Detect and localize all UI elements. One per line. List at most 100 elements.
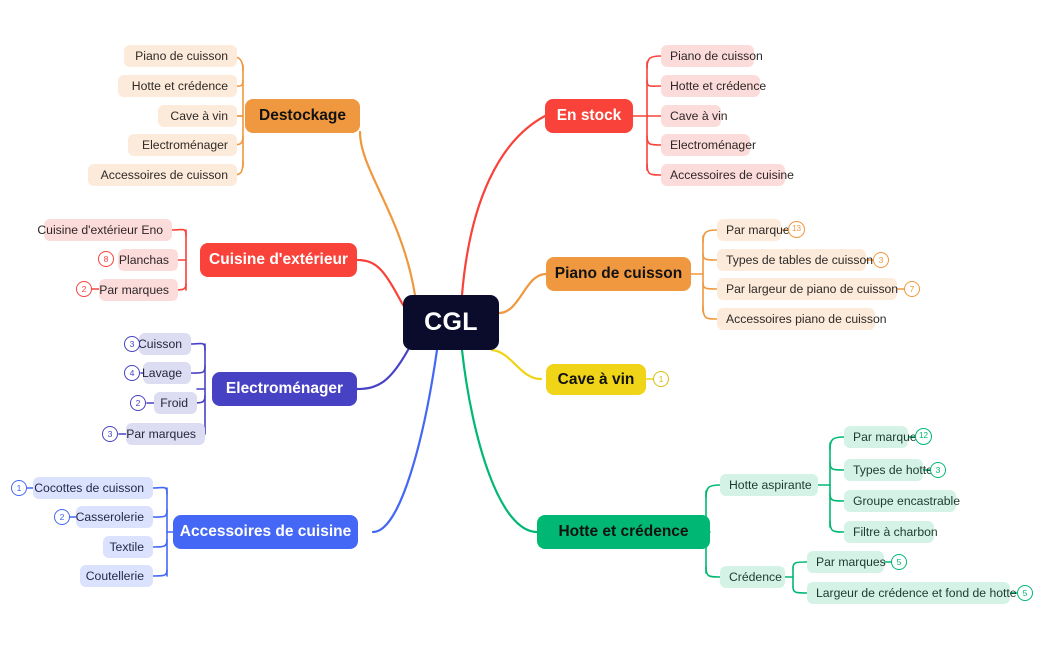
child-node-cuisine-exterieur-par-marques[interactable]: Par marques (99, 279, 178, 301)
leaf-node-types-de-hotte[interactable]: Types de hotte (844, 459, 933, 481)
branch-label-hotte-et-credence: Hotte et crédence (558, 523, 689, 541)
badge-electromenager-par-marques: 3 (102, 426, 118, 442)
child-label: Cuisson (137, 336, 182, 351)
child-label: Accessoires de cuisine (670, 167, 794, 182)
branch-node-accessoires-de-cuisine[interactable]: Accessoires de cuisine (173, 515, 358, 549)
child-node-en-stock-cave-a-vin[interactable]: Cave à vin (661, 105, 728, 127)
badge-credence-par-marques: 5 (891, 554, 907, 570)
branch-label-accessoires-de-cuisine: Accessoires de cuisine (179, 523, 352, 541)
badge-value: 3 (129, 338, 135, 349)
badge-value: 12 (918, 431, 929, 441)
child-node-destockage-cave-a-vin[interactable]: Cave à vin (158, 105, 237, 127)
badge-hotte-par-marque: 12 (915, 428, 932, 445)
badge-piano-types-de-tables: 3 (873, 252, 889, 268)
badge-value: 3 (935, 464, 941, 475)
child-node-electromenager-cuisson[interactable]: Cuisson (137, 333, 191, 355)
child-node-destockage-electromenager[interactable]: Electroménager (128, 134, 237, 156)
child-label: Cave à vin (670, 108, 728, 123)
branch-node-electromenager[interactable]: Electroménager (212, 372, 357, 406)
badge-value: 2 (135, 397, 141, 408)
badge-types-de-hotte: 3 (930, 462, 946, 478)
branch-node-piano-de-cuisson[interactable]: Piano de cuisson (546, 257, 691, 291)
badge-piano-par-largeur: 7 (904, 281, 920, 297)
child-node-hotte-aspirante[interactable]: Hotte aspirante (720, 474, 818, 496)
branch-label-piano-de-cuisson: Piano de cuisson (554, 265, 683, 283)
badge-value: 8 (103, 253, 109, 264)
child-label: Accessoires piano de cuisson (726, 311, 887, 326)
child-label: Par marque (726, 222, 790, 237)
child-node-accessoires-textile[interactable]: Textile (103, 536, 153, 558)
child-node-en-stock-electromenager[interactable]: Electroménager (661, 134, 756, 156)
badge-largeur-de-credence: 5 (1017, 585, 1033, 601)
branch-label-destockage: Destockage (259, 107, 347, 125)
child-label: Textile (109, 539, 144, 554)
child-node-electromenager-lavage[interactable]: Lavage (142, 362, 191, 384)
child-label: Froid (160, 395, 188, 410)
child-node-destockage-hotte-et-credence[interactable]: Hotte et crédence (118, 75, 237, 97)
badge-value: 1 (658, 373, 664, 384)
badge-cuisson: 3 (124, 336, 140, 352)
child-node-en-stock-accessoires-de-cuisine[interactable]: Accessoires de cuisine (661, 164, 794, 186)
root-node-label: CGL (424, 308, 478, 336)
child-label: Par marques (126, 426, 196, 441)
child-label: Par marques (99, 282, 169, 297)
branch-node-en-stock[interactable]: En stock (545, 99, 633, 133)
root-node-cgl[interactable]: CGL (403, 295, 499, 350)
child-label: Piano de cuisson (135, 48, 228, 63)
child-node-electromenager-par-marques[interactable]: Par marques (126, 423, 205, 445)
child-node-cuisine-exterieur-planchas[interactable]: Planchas (118, 249, 178, 271)
child-label: Cave à vin (170, 108, 228, 123)
child-node-en-stock-hotte-et-credence[interactable]: Hotte et crédence (661, 75, 766, 97)
badge-value: 2 (59, 511, 65, 522)
branch-node-cave-a-vin[interactable]: Cave à vin (546, 364, 646, 395)
child-node-accessoires-cocottes-de-cuisson[interactable]: Cocottes de cuisson (33, 477, 153, 499)
child-label: Piano de cuisson (670, 48, 763, 63)
badge-value: 13 (791, 224, 802, 234)
leaf-node-groupe-encastrable[interactable]: Groupe encastrable (844, 490, 960, 512)
child-label: Hotte et crédence (670, 78, 767, 93)
leaf-node-largeur-de-credence[interactable]: Largeur de crédence et fond de hotte (807, 582, 1017, 604)
badge-cave-a-vin: 1 (653, 371, 669, 387)
child-node-electromenager-froid[interactable]: Froid (154, 392, 197, 414)
child-node-credence[interactable]: Crédence (720, 566, 785, 588)
leaf-label: Groupe encastrable (853, 493, 961, 508)
child-label: Electroménager (670, 137, 757, 152)
branch-node-cuisine-exterieur[interactable]: Cuisine d'extérieur (200, 243, 357, 277)
child-node-piano-par-largeur[interactable]: Par largeur de piano de cuisson (717, 278, 899, 300)
child-label: Types de tables de cuisson (726, 252, 874, 267)
branch-node-hotte-et-credence[interactable]: Hotte et crédence (537, 515, 710, 549)
branch-label-electromenager: Electroménager (225, 380, 344, 398)
child-label: Planchas (118, 252, 169, 267)
badge-value: 7 (909, 283, 915, 294)
child-node-piano-types-de-tables-de-cuisson[interactable]: Types de tables de cuisson (717, 249, 873, 271)
badge-value: 3 (878, 254, 884, 265)
leaf-label: Par marque (853, 429, 917, 444)
child-node-en-stock-piano-de-cuisson[interactable]: Piano de cuisson (661, 45, 763, 67)
child-label: Par largeur de piano de cuisson (726, 281, 899, 296)
child-node-destockage-accessoires-de-cuisson[interactable]: Accessoires de cuisson (88, 164, 237, 186)
child-node-piano-accessoires[interactable]: Accessoires piano de cuisson (717, 308, 887, 330)
child-node-destockage-piano-de-cuisson[interactable]: Piano de cuisson (124, 45, 237, 67)
child-node-cuisine-exterieur-eno[interactable]: Cuisine d'extérieur Eno (37, 219, 172, 241)
badge-value: 4 (129, 367, 135, 378)
leaf-node-filtre-a-charbon[interactable]: Filtre à charbon (844, 521, 938, 543)
child-node-accessoires-coutellerie[interactable]: Coutellerie (80, 565, 153, 587)
leaf-label: Filtre à charbon (853, 524, 938, 539)
child-label: Hotte aspirante (729, 477, 812, 492)
leaf-node-hotte-par-marque[interactable]: Par marque (844, 426, 917, 448)
leaf-node-credence-par-marques[interactable]: Par marques (807, 551, 886, 573)
child-node-accessoires-casserolerie[interactable]: Casserolerie (76, 506, 153, 528)
badge-value: 3 (107, 428, 113, 439)
branch-label-cuisine-exterieur: Cuisine d'extérieur (209, 251, 348, 269)
badge-value: 1 (16, 482, 22, 493)
child-label: Accessoires de cuisson (100, 167, 228, 182)
child-node-piano-par-marque[interactable]: Par marque (717, 219, 790, 241)
badge-value: 2 (81, 283, 87, 294)
badge-value: 5 (896, 556, 902, 567)
child-label: Crédence (729, 569, 782, 584)
badge-froid: 2 (130, 395, 146, 411)
branch-label-cave-a-vin: Cave à vin (557, 370, 635, 388)
branch-node-destockage[interactable]: Destockage (245, 99, 360, 133)
